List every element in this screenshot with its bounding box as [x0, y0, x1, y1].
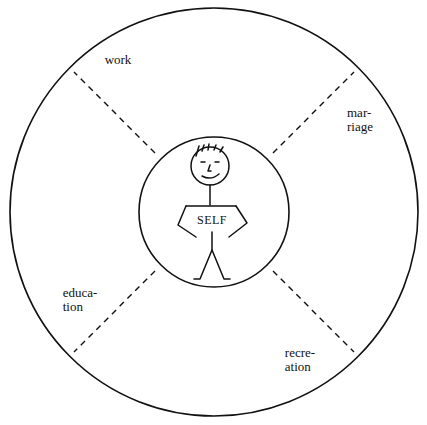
figure-eyes	[201, 161, 219, 163]
circle-outline	[9, 7, 419, 417]
circle-outline	[138, 136, 290, 288]
dashed-divider	[273, 72, 354, 153]
area-label: work	[105, 53, 132, 67]
dashed-divider	[74, 72, 155, 153]
figure-legs	[194, 250, 230, 279]
self-circle: SELF	[138, 136, 290, 288]
circle-outline	[139, 137, 289, 287]
self-label: SELF	[197, 213, 227, 227]
figure-mouth	[202, 174, 219, 178]
area-label: mar- riage	[347, 106, 373, 134]
dashed-divider	[273, 271, 354, 352]
figure-neck	[209, 185, 211, 205]
figure-arm	[178, 206, 196, 237]
stick-figure	[178, 144, 247, 279]
dashed-divider	[74, 271, 155, 352]
figure-shoulders	[186, 205, 236, 207]
life-circle: work mar- riage educa- tion recre- ation SEL…	[9, 7, 419, 417]
area-label: recre- ation	[285, 346, 315, 374]
circle-outline	[10, 8, 418, 416]
figure-body	[211, 232, 213, 250]
area-label: educa- tion	[63, 286, 98, 314]
figure-nose	[208, 165, 211, 171]
figure-hair	[196, 144, 223, 156]
figure-arm	[229, 206, 247, 237]
